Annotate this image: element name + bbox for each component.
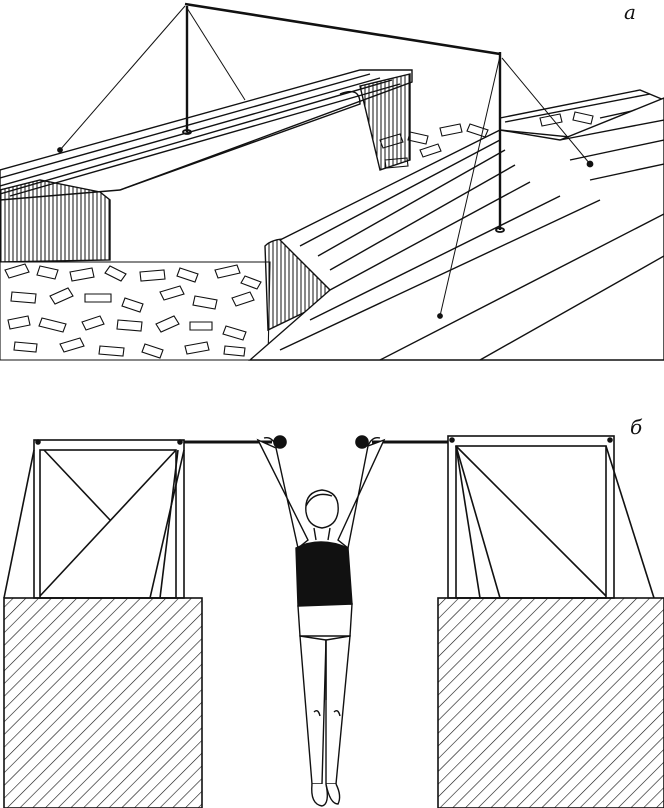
right-frame bbox=[372, 435, 655, 599]
left-support-block bbox=[3, 597, 203, 808]
right-platform bbox=[248, 97, 664, 361]
gymnast-figure bbox=[256, 436, 386, 807]
wood-chips-right bbox=[379, 111, 594, 169]
left-frame bbox=[3, 439, 272, 599]
panel-label-b: б bbox=[630, 415, 643, 439]
right-support-block bbox=[437, 597, 664, 808]
panel-b-scene bbox=[3, 435, 664, 808]
horizontal-bar-apparatus bbox=[57, 2, 594, 319]
panel-a-scene bbox=[0, 2, 664, 361]
left-bar-knob bbox=[273, 435, 287, 449]
wood-chips-left bbox=[0, 261, 271, 361]
right-back-ledge bbox=[359, 73, 664, 171]
left-platform bbox=[0, 69, 413, 263]
right-bar-knob bbox=[355, 435, 369, 449]
panel-label-a: а bbox=[624, 0, 636, 24]
